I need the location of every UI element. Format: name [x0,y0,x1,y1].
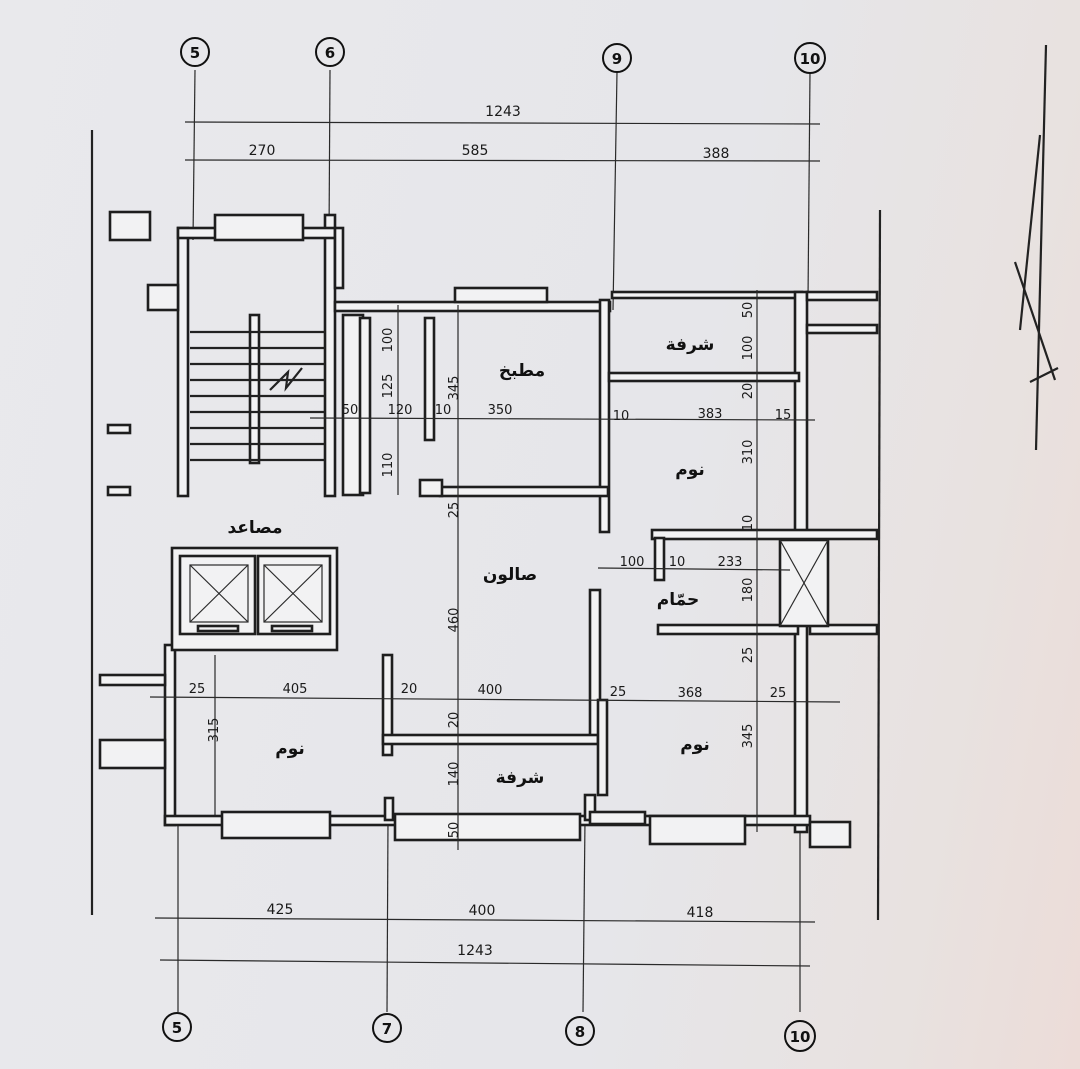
dimension: 345 [741,724,756,749]
dimension: 20 [401,682,418,697]
dimension: 20 [741,383,756,400]
dimension: 315 [207,718,222,743]
room-label-bathroom: حمّام [657,590,700,610]
dimension-total: 1243 [485,104,521,120]
dimension: 100 [620,555,645,570]
elevator-block [170,546,339,652]
dimension: 400 [478,683,503,698]
dimension-total: 1243 [457,943,493,959]
dimension: 50 [342,403,359,418]
dimension: 180 [741,578,756,603]
room-label-bedroom: نوم [275,739,305,759]
dimension: 50 [741,302,756,319]
walls [98,210,879,849]
axis-markers-bottom: 5 7 8 10 [162,1012,816,1052]
dimension-bottom: 425 400 418 1243 [154,902,816,967]
staircase [190,313,325,465]
room-label-salon: صالون [483,565,537,585]
axis-label: 7 [382,1020,392,1038]
dimension: 25 [610,685,627,700]
dimension: 25 [189,682,206,697]
axis-label: 10 [790,1028,811,1046]
axis-markers-top: 5 6 9 10 [180,37,826,74]
dimension: 345 [447,376,462,401]
dimension: 25 [447,502,462,519]
axis-label: 10 [800,50,821,68]
dimension: 400 [469,903,496,919]
dimension: 10 [741,515,756,532]
section-mark-icon [1013,44,1059,451]
dimension: 405 [283,682,308,697]
dimension: 15 [775,408,792,423]
room-label-bedroom: نوم [675,460,705,480]
dimension: 140 [447,762,462,787]
dimension: 50 [447,822,462,839]
dimension: 460 [447,608,462,633]
dimension: 110 [381,453,396,478]
dimension: 10 [435,403,452,418]
dimension: 418 [687,905,714,921]
dimension: 388 [703,146,730,162]
axis-label: 6 [325,44,335,62]
dimension: 310 [741,440,756,465]
room-label-balcony: شرفة [666,335,715,355]
axis-label: 5 [172,1019,182,1037]
room-label-bedroom: نوم [680,735,710,755]
room-label-kitchen: مطبخ [499,361,545,381]
interior-dimension-lines [149,290,841,850]
dimension: 10 [669,555,686,570]
grid-lines [177,69,811,1013]
dimension: 383 [698,407,723,422]
sheet-borders [90,130,882,921]
room-label-elevators: مصاعد [227,518,282,538]
dimension: 350 [488,403,513,418]
dimension: 233 [718,555,743,570]
dimension: 10 [613,409,630,424]
dimension: 270 [249,143,276,159]
dimension: 100 [381,328,396,353]
dimension: 585 [462,143,489,159]
interior-dimensions: 100 125 50 120 10 345 350 10 383 15 50 1… [189,302,792,839]
axis-label: 8 [575,1023,585,1041]
dimension: 125 [381,374,396,399]
dimension: 120 [388,403,413,418]
dimension: 425 [267,902,294,918]
room-label-balcony: شرفة [496,768,545,788]
dimension-top: 1243 270 585 388 [184,104,821,162]
dimension: 368 [678,686,703,701]
dimension: 25 [741,647,756,664]
room-labels: مطبخ شرفة نوم مصاعد صالون حمّام نوم شرفة… [227,335,714,788]
dimension: 25 [770,686,787,701]
axis-label: 9 [612,50,622,68]
dimension: 20 [447,712,462,729]
dimension: 100 [741,336,756,361]
axis-label: 5 [190,44,200,62]
